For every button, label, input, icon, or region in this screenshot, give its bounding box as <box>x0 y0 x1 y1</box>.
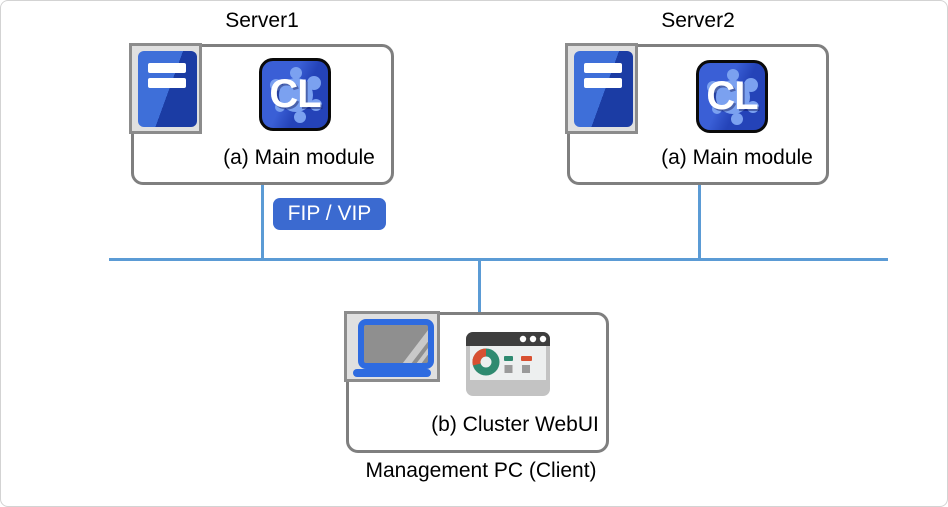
cluster-webui-label: (b) Cluster WebUI <box>431 413 599 436</box>
server1-title: Server1 <box>225 9 299 32</box>
server-drive-bay-icon <box>148 63 186 73</box>
server-tower-shape <box>574 51 633 127</box>
screen-shine <box>415 340 428 363</box>
server2-title: Server2 <box>661 9 735 32</box>
network-line-horizontal <box>109 258 888 261</box>
tower-server-icon <box>565 43 638 134</box>
server1-main-module-label: (a) Main module <box>223 146 375 169</box>
server-tower-shape <box>138 51 197 127</box>
management-pc-caption: Management PC (Client) <box>365 459 597 482</box>
tower-server-icon <box>129 43 202 134</box>
network-line-server2 <box>698 184 701 260</box>
fip-vip-badge: FIP / VIP <box>273 198 386 230</box>
cl-splat-icon <box>707 69 759 125</box>
laptop-shape <box>353 319 434 377</box>
donut-chart-segment <box>472 348 487 366</box>
server-drive-bay-icon <box>584 78 622 88</box>
server2-main-module-label: (a) Main module <box>661 146 813 169</box>
browser-dashboard-icon <box>466 332 550 396</box>
server-drive-bay-icon <box>148 78 186 88</box>
cl-logo-text: CL <box>269 72 321 116</box>
network-line-server1 <box>261 184 264 260</box>
dashboard-legend-icon <box>504 356 532 373</box>
laptop-base <box>353 369 431 377</box>
network-line-management <box>478 261 481 313</box>
screen-shine <box>402 329 428 363</box>
cl-logo-text: CL <box>706 74 758 118</box>
browser-dots-icon <box>519 335 547 343</box>
cl-splat-icon <box>270 67 322 123</box>
laptop-icon <box>344 311 440 382</box>
cl-app-icon: CL <box>696 60 768 133</box>
server-drive-bay-icon <box>584 63 622 73</box>
cl-app-icon: CL <box>259 58 331 131</box>
browser-titlebar <box>466 339 550 346</box>
